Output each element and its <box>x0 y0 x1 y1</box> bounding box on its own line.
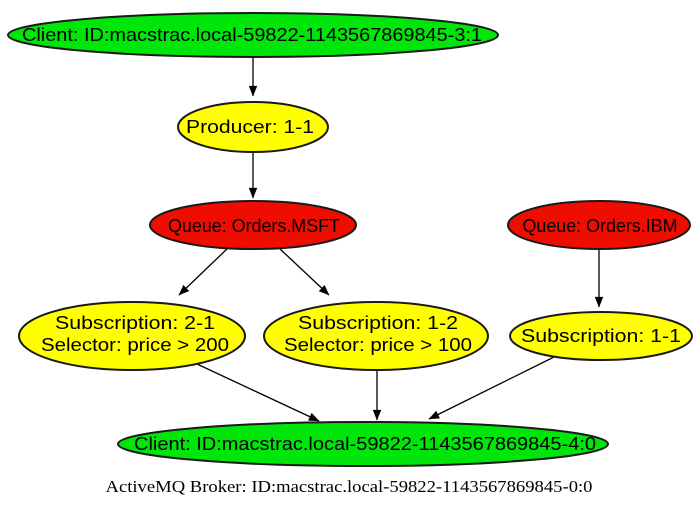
edge-subscription-2-1-to-client-bottom <box>196 363 320 422</box>
queue-msft-label: Queue: Orders.MSFT <box>168 216 340 236</box>
edge-subscription-1-1-to-client-bottom <box>428 355 557 420</box>
edge-queue-msft-to-subscription-2-1 <box>178 247 229 296</box>
queue-ibm-ellipse <box>507 200 691 250</box>
subscription-1-1-label: Subscription: 1-1 <box>521 326 681 346</box>
client-top-label: Client: ID:macstrac.local-59822-11435678… <box>22 25 482 45</box>
edge-queue-msft-to-subscription-1-2 <box>278 247 330 296</box>
queue-msft-ellipse <box>149 200 357 250</box>
subscription-1-1-ellipse <box>509 311 693 361</box>
node-client-bottom: Client: ID:macstrac.local-59822-11435678… <box>117 421 609 467</box>
subscription-1-2-ellipse <box>263 301 489 371</box>
node-producer: Producer: 1-1 <box>177 101 329 153</box>
node-subscription-1-1: Subscription: 1-1 <box>509 311 693 361</box>
producer-label: Producer: 1-1 <box>186 117 314 137</box>
client-top-ellipse <box>7 12 499 58</box>
producer-ellipse <box>177 101 329 153</box>
subscription-2-1-selector: Selector: price > 200 <box>41 335 229 355</box>
subscription-2-1-label: Subscription: 2-1 <box>55 313 215 333</box>
node-subscription-1-2: Subscription: 1-2 Selector: price > 100 <box>263 301 489 371</box>
broker-caption: ActiveMQ Broker: ID:macstrac.local-59822… <box>106 477 593 496</box>
subscription-2-1-ellipse <box>18 301 246 371</box>
node-subscription-2-1: Subscription: 2-1 Selector: price > 200 <box>18 301 246 371</box>
subscription-1-2-label: Subscription: 1-2 <box>298 313 458 333</box>
node-client-top: Client: ID:macstrac.local-59822-11435678… <box>7 12 499 58</box>
queue-ibm-label: Queue: Orders.IBM <box>523 216 678 236</box>
client-bottom-ellipse <box>117 421 609 467</box>
node-queue-msft: Queue: Orders.MSFT <box>149 200 357 250</box>
client-bottom-label: Client: ID:macstrac.local-59822-11435678… <box>134 434 596 454</box>
node-queue-ibm: Queue: Orders.IBM <box>507 200 691 250</box>
subscription-1-2-selector: Selector: price > 100 <box>284 335 472 355</box>
edge-group <box>178 57 604 422</box>
